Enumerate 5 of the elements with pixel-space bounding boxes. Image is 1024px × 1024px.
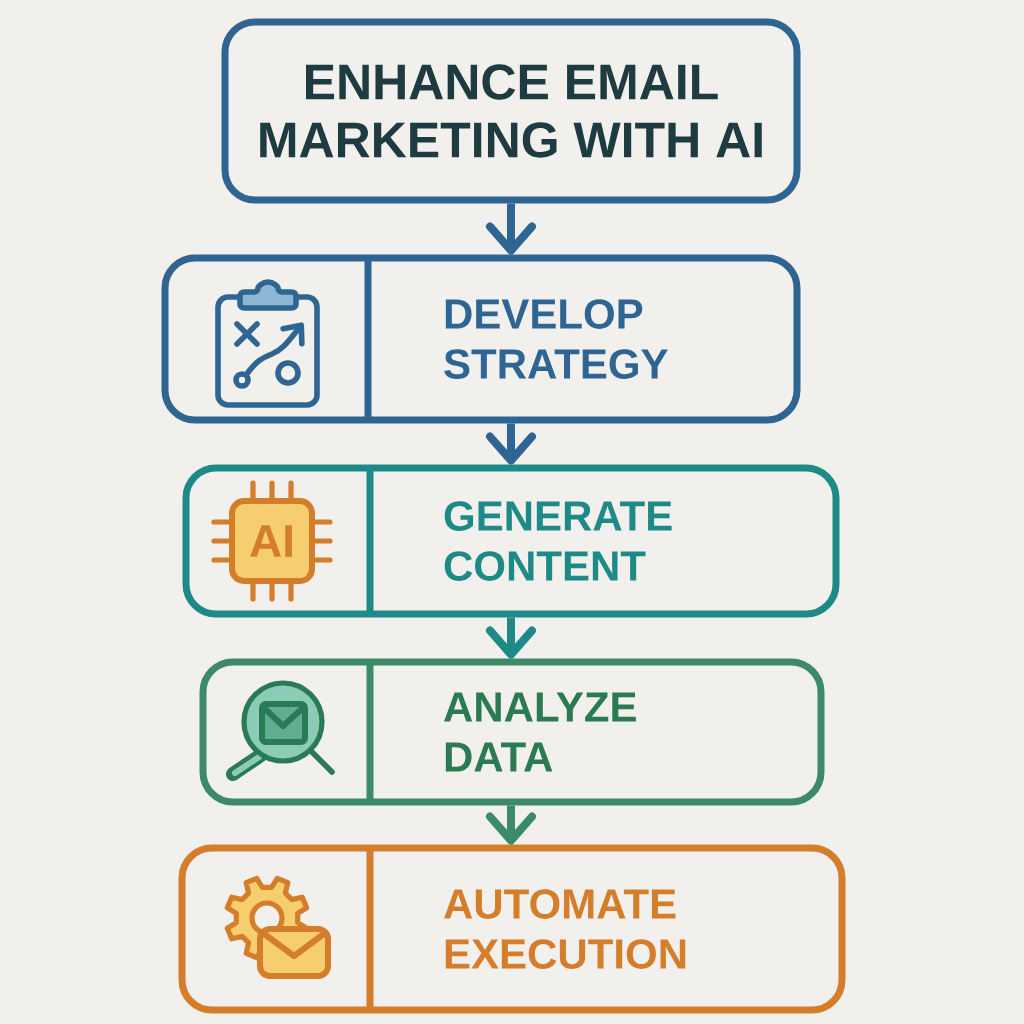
step-box: ANALYZE DATA: [199, 658, 825, 806]
step-box: DEVELOP STRATEGY: [161, 254, 801, 424]
step-box: AUTOMATE EXECUTION: [178, 844, 846, 1014]
title-box: ENHANCE EMAIL MARKETING WITH AI: [221, 18, 801, 204]
chip-text: AI: [250, 525, 292, 557]
